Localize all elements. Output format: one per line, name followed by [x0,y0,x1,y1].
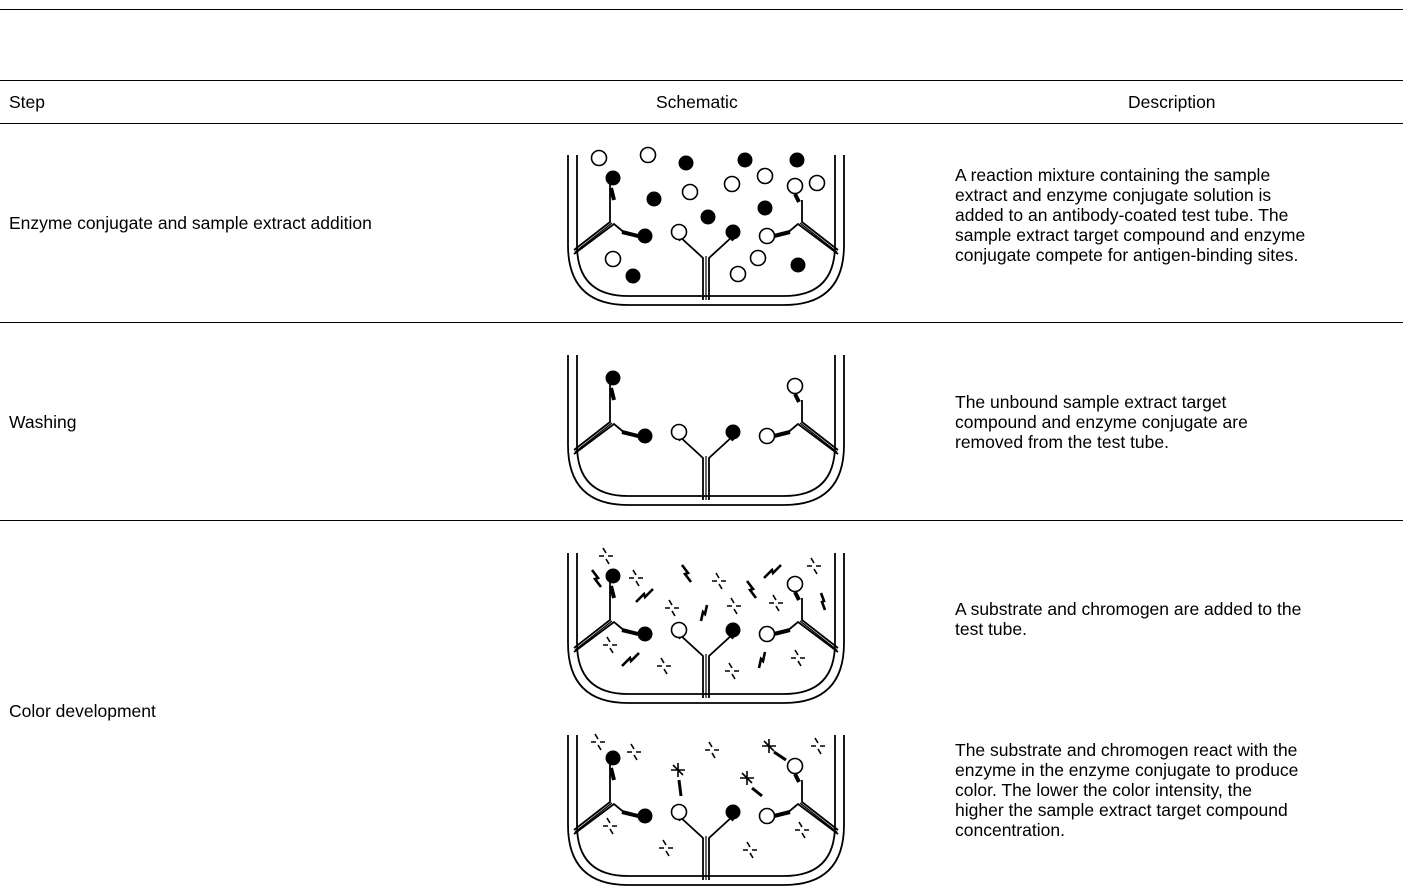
top-rule [0,9,1403,10]
free-molecules [590,146,826,284]
header-schematic: Schematic [656,92,738,112]
substrate-marks [590,733,826,859]
row-divider-1 [0,322,1403,323]
description: A reaction mixture containing the sample… [955,165,1306,265]
tube-schematic-substrate-added [567,547,845,704]
tube-schematic-washing [567,354,845,506]
header-top-rule [0,80,1403,81]
header-step: Step [9,92,45,112]
description: The substrate and chromogen react with t… [955,740,1299,840]
tube-schematic-color-produced [567,733,845,886]
tube-schematic-addition [567,146,845,306]
chromogen-marks [590,564,827,669]
row-divider-2 [0,520,1403,521]
step-label: Color development [9,701,156,721]
cross-marks [671,739,776,785]
step-label: Enzyme conjugate and sample extract addi… [9,213,372,233]
description: A substrate and chromogen are added to t… [955,599,1302,639]
description: The unbound sample extract target compou… [955,392,1248,452]
product-marks [677,750,787,798]
header-bottom-rule [0,123,1403,124]
header-description: Description [1128,92,1216,112]
step-label: Washing [9,412,77,432]
